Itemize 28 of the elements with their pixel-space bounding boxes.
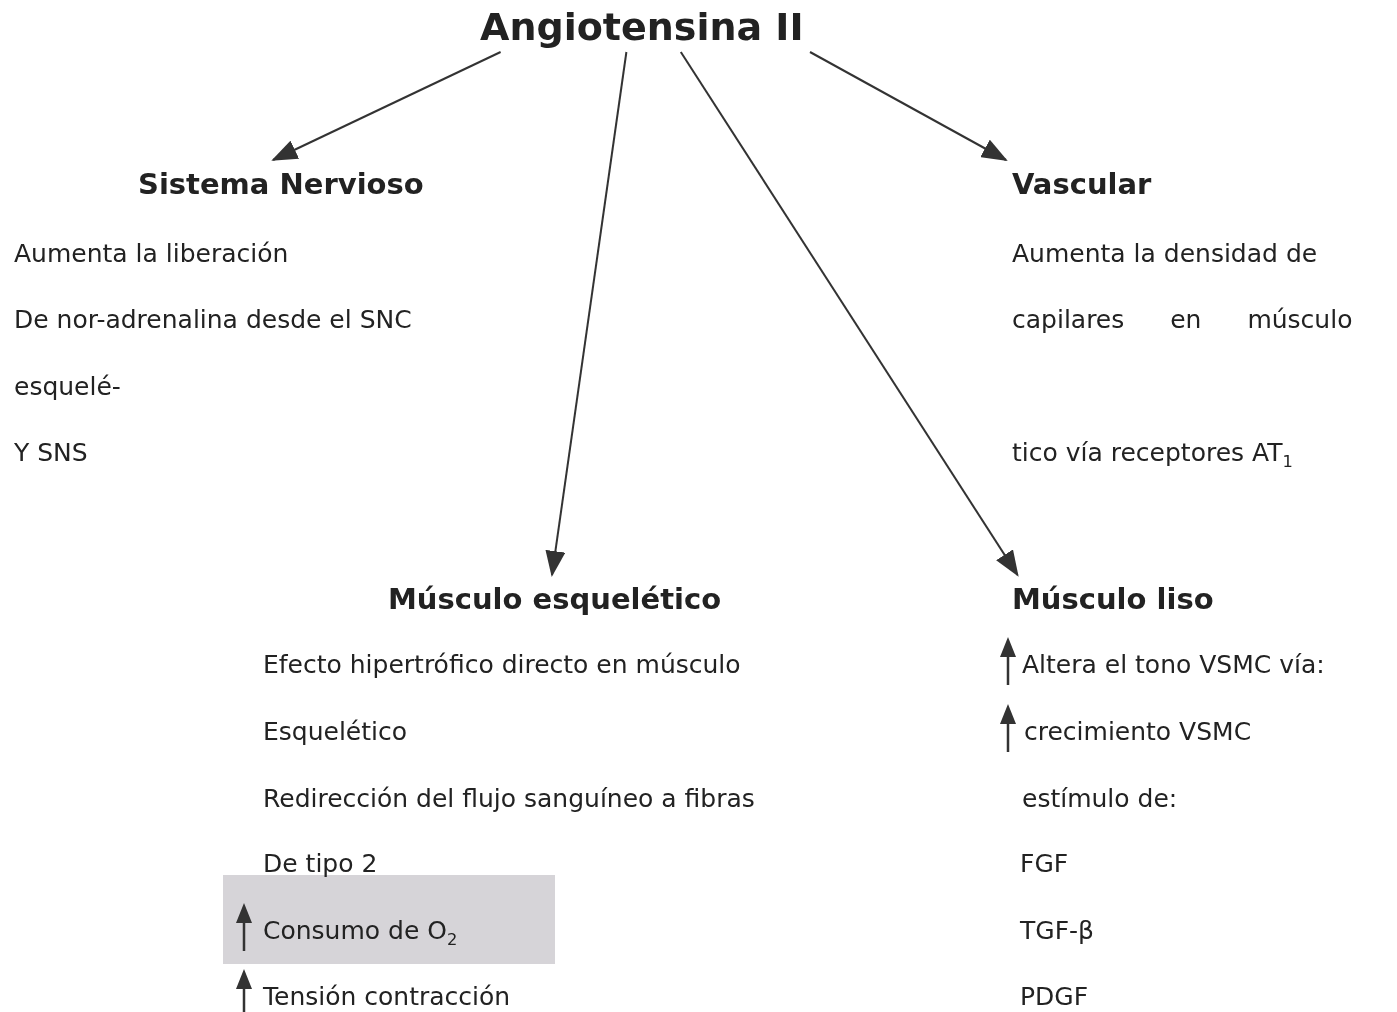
text-line: PDGF — [1020, 981, 1089, 1012]
arrow — [271, 51, 502, 161]
section-heading: Músculo esquelético — [388, 581, 722, 617]
text-line: Tensión contracción — [263, 981, 511, 1012]
text-line: esquelé- — [14, 371, 121, 403]
text-line: De tipo 2 — [263, 848, 378, 880]
arrow — [679, 51, 1019, 577]
section-heading: Sistema Nervioso — [138, 166, 424, 202]
text-line: Consumo de O$_{2}$ — [263, 915, 458, 951]
text-line: TGF-β — [1020, 915, 1094, 947]
text-line: Esquelético — [263, 716, 408, 748]
text-line: Aumenta la densidad de — [1012, 238, 1318, 270]
text-line: Y SNS — [14, 437, 88, 469]
text-line: capilares en músculo — [1012, 304, 1353, 336]
arrow — [809, 51, 1008, 161]
text-line: Efecto hipertrófico directo en músculo — [263, 649, 741, 681]
text-line: estímulo de: — [1022, 783, 1178, 815]
text-line: FGF — [1020, 848, 1069, 880]
section-heading: Músculo liso — [1012, 581, 1214, 617]
section-heading: Vascular — [1012, 166, 1152, 202]
text-line: Altera el tono VSMC vía: — [1022, 649, 1325, 681]
text-line: crecimiento VSMC — [1024, 716, 1252, 748]
title: Angiotensina II — [480, 4, 804, 50]
text-line: De nor-adrenalina desde el SNC — [14, 304, 412, 336]
text-line: tico vía receptores AT$_{1}$ — [1012, 437, 1293, 473]
text-line: Aumenta la liberación — [14, 238, 289, 270]
text-line: Redirección del flujo sanguíneo a fibras — [263, 783, 755, 815]
arrow — [545, 51, 628, 577]
